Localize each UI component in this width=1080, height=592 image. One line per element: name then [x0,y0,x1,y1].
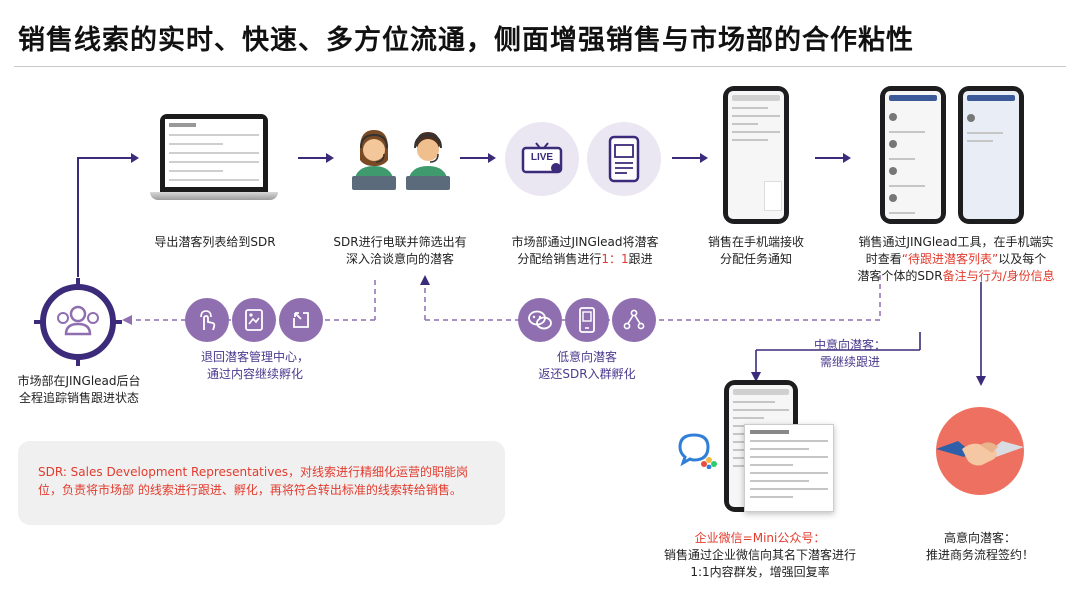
arrow-high-intent [976,282,986,386]
caption-tracker: 市场部在JINGlead后台 全程追踪销售跟进状态 [17,374,141,405]
return-pool-circle [232,298,276,342]
caption-receive: 销售在手机端接收 分配任务通知 [707,235,804,266]
sdr-agent-icon [350,126,398,198]
loop-line-vertical [77,157,79,277]
sdr-definition-note: SDR: Sales Development Representatives，对… [18,441,505,525]
wecom-desktop-window [744,424,834,512]
mobile-document-icon [608,135,640,183]
phone-lead-profile [958,86,1024,224]
touch-icon [200,310,216,331]
live-label: LIVE [530,152,554,163]
sdr-definition-text: SDR: Sales Development Representatives，对… [38,465,468,497]
arrow-export-to-sdr [298,153,334,163]
return-pool-circle [279,298,323,342]
arrow-receive-to-tool [815,153,851,163]
return-pool-circle [185,298,229,342]
arrow-assign-to-receive [672,153,708,163]
caption-mid-intent: 中意向潜客： 需继续跟进 [813,338,886,369]
live-icon-circle: LIVE [505,122,579,196]
low-intent-circle [518,298,562,342]
phone-task-notification [723,86,789,224]
image-document-icon [245,309,263,331]
caption-sdr: SDR进行电联并筛选出有 深入洽谈意向的潜客 [333,235,467,266]
low-intent-circle [565,298,609,342]
page-title: 销售线索的实时、快速、多方位流通，侧面增强销售与市场部的合作粘性 [18,25,914,56]
laptop-illustration [150,114,278,202]
mobile-doc-icon-circle [587,122,661,196]
caption-return-pool: 退回潜客管理中心， 通过内容继续孵化 [200,350,309,381]
handshake-icon [936,407,1024,495]
export-arrow-icon [293,312,309,328]
arrow-tracker-to-export [77,153,139,163]
mobile-icon [579,307,595,333]
caption-export: 导出潜客列表给到SDR [154,235,276,249]
wechat-icon [528,310,552,330]
live-tv-icon [521,142,563,174]
phone-followup-list [880,86,946,224]
caption-high-intent: 高意向潜客： 推进商务流程签约！ [925,531,1034,562]
tracker-target-icon [34,278,122,370]
caption-low-intent: 低意向潜客 返还SDR入群孵化 [538,350,636,381]
caption-tool: 销售通过JINGlead工具，在手机端实 时查看“待跟进潜客列表”以及每个 潜客… [857,235,1055,283]
sdr-agent-icon [404,126,452,198]
arrow-mid-intent-branch [751,332,921,382]
title-divider [14,66,1066,67]
low-intent-circle [612,298,656,342]
wecom-logo-icon [676,431,718,473]
caption-assign: 市场部通过JINGlead将潜客 分配给销售进行1：1跟进 [511,235,659,266]
dashed-return-to-tracker [122,280,376,325]
caption-wecom: 企业微信=Mini公众号： 销售通过企业微信向其名下潜客进行 1:1内容群发，增… [663,531,856,579]
arrow-sdr-to-assign [460,153,496,163]
share-network-icon [623,309,645,330]
